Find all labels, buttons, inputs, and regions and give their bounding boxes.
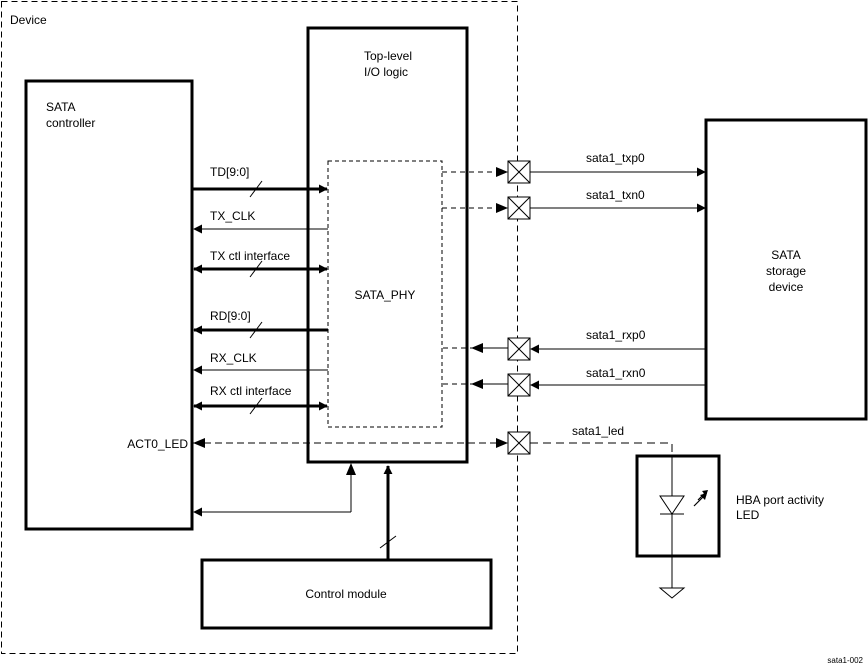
pin-rxp0 xyxy=(507,337,531,361)
phy-to-pin-connections xyxy=(442,167,508,389)
pin-rxn0 xyxy=(507,373,531,397)
rd-signal: RD[9:0] xyxy=(193,309,328,339)
rxp0-label: sata1_rxp0 xyxy=(586,328,646,342)
sata-phy-label: SATA_PHY xyxy=(355,288,416,302)
act0-led-signal: ACT0_LED xyxy=(127,437,508,451)
top-level-io-label-1: Top-level xyxy=(364,49,412,63)
rx-ctl-label: RX ctl interface xyxy=(210,384,292,398)
led-diode-icon xyxy=(659,458,708,588)
td-signal: TD[9:0] xyxy=(193,165,328,198)
sata-phy-block xyxy=(327,160,443,428)
led-signal: sata1_led xyxy=(530,424,673,458)
hba-led-block xyxy=(635,454,721,558)
storage-device-label-2: storage xyxy=(766,264,806,278)
tx-clk-label: TX_CLK xyxy=(210,209,255,223)
pin-txn0 xyxy=(507,196,531,220)
txn0-signal: sata1_txn0 xyxy=(530,188,706,213)
txp0-signal: sata1_txp0 xyxy=(530,151,706,177)
figure-id: sata1-002 xyxy=(827,656,863,665)
td-label: TD[9:0] xyxy=(210,165,249,179)
hba-led-label-1: HBA port activity xyxy=(736,493,824,507)
tx-ctl-label: TX ctl interface xyxy=(210,249,290,263)
rx-clk-signal: RX_CLK xyxy=(193,351,328,375)
tx-ctl-signal: TX ctl interface xyxy=(193,249,328,278)
act0-led-label: ACT0_LED xyxy=(127,437,188,451)
pin-txp0 xyxy=(507,160,531,184)
led-pin-label: sata1_led xyxy=(572,424,624,438)
sata-controller-block xyxy=(24,79,194,531)
control-feedback-signal xyxy=(193,463,356,517)
rx-ctl-signal: RX ctl interface xyxy=(193,384,328,415)
control-module-label: Control module xyxy=(305,587,387,601)
rxn0-label: sata1_rxn0 xyxy=(586,366,646,380)
device-label: Device xyxy=(10,13,47,27)
device-boundary xyxy=(1,1,518,654)
rxp0-signal: sata1_rxp0 xyxy=(530,328,705,354)
top-level-io-block xyxy=(306,26,469,464)
sata-controller-label-2: controller xyxy=(46,116,95,130)
top-level-io-label-2: I/O logic xyxy=(364,65,408,79)
storage-device-label-3: device xyxy=(769,280,804,294)
tx-clk-signal: TX_CLK xyxy=(193,209,328,234)
sata-controller-label-1: SATA xyxy=(46,100,76,114)
pin-led xyxy=(507,431,531,455)
control-module-block xyxy=(200,558,493,630)
storage-device-block xyxy=(704,118,868,421)
control-bus-signal xyxy=(379,465,397,559)
hba-led-label-2: LED xyxy=(736,508,760,522)
rxn0-signal: sata1_rxn0 xyxy=(530,366,705,390)
ground-icon xyxy=(658,587,686,599)
storage-device-label-1: SATA xyxy=(771,248,801,262)
rx-clk-label: RX_CLK xyxy=(210,351,257,365)
txn0-label: sata1_txn0 xyxy=(586,188,645,202)
txp0-label: sata1_txp0 xyxy=(586,151,645,165)
rd-label: RD[9:0] xyxy=(210,309,251,323)
